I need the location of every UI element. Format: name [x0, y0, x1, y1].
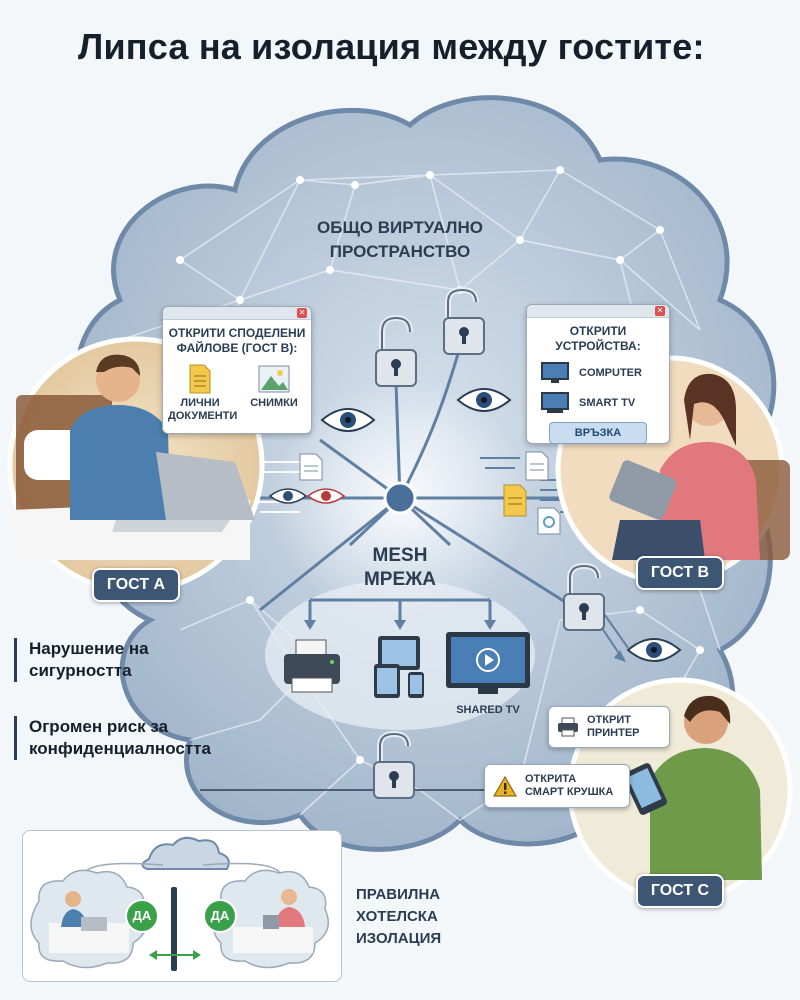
- file-list: ЛИЧНИ ДОКУМЕНТИ СНИМКИ: [163, 364, 311, 423]
- eye-icon: [320, 408, 376, 432]
- shared-tv-label: SHARED TV: [456, 704, 520, 716]
- guest-c-badge: ГОСТ С: [636, 874, 724, 908]
- guest-b-badge: ГОСТ В: [636, 556, 724, 590]
- yes-badge-right: ДА: [203, 899, 237, 933]
- bulb-popup-text: ОТКРИТА СМАРТ КРУШКА: [525, 773, 614, 798]
- privacy-risk-note: Огромен риск за конфиденциалността: [14, 716, 249, 760]
- photo-icon: [258, 365, 290, 393]
- hub-node: [383, 481, 417, 515]
- printer-icon: [284, 639, 340, 693]
- yes-badge-left: ДА: [125, 899, 159, 933]
- eye-icon: [306, 488, 346, 504]
- distribution-arrows: [304, 620, 496, 630]
- connect-button[interactable]: ВРЪЗКА: [549, 422, 647, 444]
- page-title: Липса на изолация между гостите:: [78, 26, 705, 67]
- isolation-illustration: [30, 836, 330, 971]
- eye-icon: [626, 638, 682, 662]
- devices-popup: ✕ ОТКРИТИ УСТРОЙСТВА: COMPUTER SMART TV …: [526, 304, 670, 444]
- document-icon: [189, 364, 211, 394]
- photo-icon: [537, 507, 561, 535]
- eye-icon: [456, 388, 512, 412]
- device-smart-tv[interactable]: SMART TV: [541, 392, 669, 414]
- isolation-inset: ДА ДА: [22, 830, 342, 982]
- tablet-icon: [609, 460, 677, 520]
- monitor-icon: [541, 362, 569, 383]
- tv-icon: [446, 632, 530, 694]
- isolation-caption: ПРАВИЛНА ХОТЕЛСКА ИЗОЛАЦИЯ: [356, 886, 442, 947]
- shared-files-popup: ✕ ОТКРИТИ СПОДЕЛЕНИ ФАЙЛОВЕ (ГОСТ В): ЛИ…: [162, 306, 312, 434]
- bulb-popup: ОТКРИТА СМАРТ КРУШКА: [484, 764, 630, 808]
- document-icon: [299, 453, 323, 481]
- mesh-label: MESH МРЕЖА: [363, 545, 437, 590]
- popup-title: ОТКРИТИ СПОДЕЛЕНИ ФАЙЛОВЕ (ГОСТ В):: [168, 326, 306, 355]
- printer-icon: [558, 717, 578, 737]
- popup-titlebar: ✕: [527, 305, 669, 318]
- tv-icon: [541, 392, 569, 413]
- guest-a-badge: ГОСТ A: [92, 568, 180, 602]
- close-icon[interactable]: ✕: [297, 308, 307, 318]
- document-icon: [503, 484, 527, 517]
- printer-popup: ОТКРИТ ПРИНТЕР: [548, 706, 670, 748]
- open-padlock-icon: [443, 286, 485, 355]
- document-icon: [525, 451, 549, 481]
- popup-title: ОТКРИТИ УСТРОЙСТВА:: [555, 324, 641, 353]
- printer-popup-text: ОТКРИТ ПРИНТЕР: [587, 714, 640, 739]
- open-padlock-icon: [563, 562, 605, 631]
- tablet-phone-icon: [374, 636, 424, 698]
- security-breach-note: Нарушение на сигурността: [14, 638, 219, 682]
- file-item-documents[interactable]: ЛИЧНИ ДОКУМЕНТИ: [168, 364, 237, 423]
- warning-icon: [493, 775, 517, 797]
- popup-titlebar: ✕: [163, 307, 311, 320]
- device-computer[interactable]: COMPUTER: [541, 362, 669, 384]
- cloud-label: ОБЩО ВИРТУАЛНО ПРОСТРАНСТВО: [317, 218, 483, 261]
- open-padlock-icon: [375, 314, 417, 387]
- open-padlock-icon: [373, 730, 415, 799]
- guest-a-shirt: [70, 405, 170, 520]
- close-icon[interactable]: ✕: [655, 306, 665, 316]
- eye-icon: [268, 488, 308, 504]
- file-item-photos[interactable]: СНИМКИ: [242, 364, 306, 423]
- laptop-icon: [156, 452, 255, 520]
